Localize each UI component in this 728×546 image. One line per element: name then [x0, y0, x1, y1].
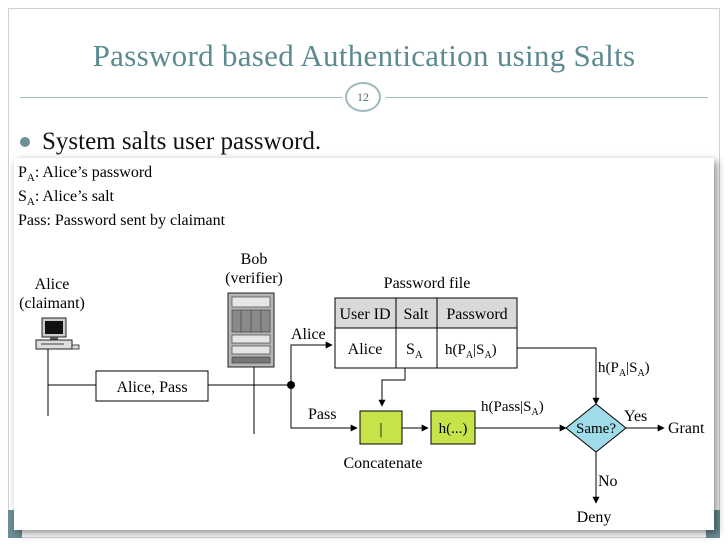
verifier-name: Bob [241, 251, 268, 268]
bullet-item: System salts user password. [20, 124, 321, 160]
title-rule-left [20, 97, 342, 98]
computed-hash-label: h(Pass|SA) [481, 399, 544, 418]
server-icon [227, 292, 275, 368]
table-header-row [334, 297, 518, 329]
no-label: No [598, 473, 618, 490]
legend-pa: PA: Alice’s password [18, 164, 152, 184]
claimant-name: Alice [35, 276, 70, 293]
alice-arrow [290, 341, 333, 385]
header-user-id: User ID [339, 306, 390, 323]
pass-arrow [290, 385, 358, 432]
stored-hash-label: h(PA|SA) [598, 360, 650, 379]
claimant-role: (claimant) [19, 295, 85, 312]
cell-salt: SA [406, 341, 423, 361]
grant-label: Grant [668, 420, 705, 437]
alice-label: Alice [291, 326, 326, 343]
message-text: Alice, Pass [116, 379, 187, 396]
header-password: Password [446, 306, 507, 323]
stored-hash-arrow [517, 347, 600, 405]
cell-user-id: Alice [348, 341, 383, 358]
computer-icon [35, 317, 80, 350]
flow-diagram: PA: Alice’s password SA: Alice’s salt Pa… [18, 164, 705, 526]
verifier-role: (verifier) [225, 270, 283, 287]
concatenate-glyph: | [379, 421, 382, 438]
deny-label: Deny [577, 509, 612, 526]
slide-title: Password based Authentication using Salt… [92, 38, 636, 73]
concatenate-box [359, 410, 403, 445]
title-rule-right [386, 97, 708, 98]
password-file-table: User ID Salt Password Alice SA h(PA|SA) [334, 297, 518, 369]
same-label: Same? [576, 421, 616, 437]
message-box [95, 370, 209, 402]
header-salt: Salt [404, 306, 429, 323]
legend-pass: Pass: Password sent by claimant [18, 212, 226, 229]
legend-sa: SA: Alice’s salt [18, 188, 115, 208]
salt-arrow [378, 368, 406, 407]
password-file-title: Password file [384, 275, 471, 292]
slide-number: 12 [345, 82, 381, 112]
cell-password: h(PA|SA) [445, 342, 497, 361]
yes-label: Yes [624, 408, 647, 425]
hash-label: h(...) [439, 421, 468, 437]
diagram-figure: PA: Alice’s password SA: Alice’s salt Pa… [14, 158, 714, 530]
legend: PA: Alice’s password SA: Alice’s salt Pa… [18, 164, 226, 229]
table-row [334, 327, 518, 369]
bullet-dot-icon [20, 137, 30, 147]
hash-box [430, 410, 476, 445]
pass-label: Pass [308, 406, 336, 423]
concatenate-label: Concatenate [343, 455, 422, 472]
bullet-text: System salts user password. [42, 128, 322, 155]
